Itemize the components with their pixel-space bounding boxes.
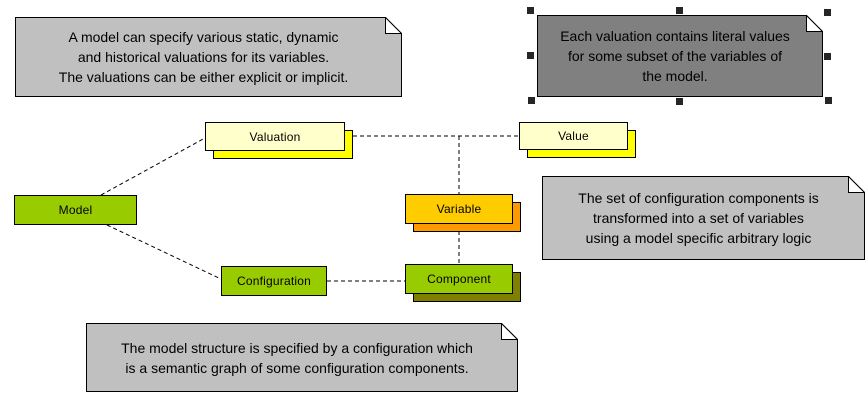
node-label: Configuration [237, 274, 311, 288]
note-line: is a semantic graph of some configuratio… [125, 359, 469, 376]
note-model-valuations[interactable]: A model can specify various static, dyna… [15, 17, 402, 97]
note-fold-corner-icon [385, 17, 402, 34]
node-label: Variable [436, 202, 482, 216]
node-configuration[interactable]: Configuration [221, 266, 327, 296]
node-label: Model [58, 203, 93, 217]
selection-handle-middle-left[interactable] [527, 52, 534, 59]
note-line: for some subset of the variables of [568, 48, 782, 64]
note-shape [86, 323, 518, 392]
node-value[interactable]: Value [519, 122, 636, 158]
note-line: and historical valuations for its variab… [77, 49, 330, 65]
note-line: A model can specify various static, dyna… [68, 29, 339, 45]
note-line: Each valuation contains literal values [560, 28, 790, 44]
note-line: using a model specific arbitrary logic [585, 230, 812, 246]
note-shape [15, 17, 402, 97]
note-text: A model can specify various static, dyna… [15, 17, 392, 97]
node-component[interactable]: Component [405, 264, 521, 302]
selection-handle-bottom-center[interactable] [676, 98, 683, 105]
node-label: Valuation [249, 129, 301, 144]
connector-model-configuration[interactable] [106, 224, 222, 280]
note-fold-corner-icon [848, 176, 865, 193]
node-variable[interactable]: Variable [405, 194, 521, 232]
node-valuation[interactable]: Valuation [205, 122, 353, 159]
note-model-structure[interactable]: The model structure is specified by a co… [86, 323, 518, 392]
note-text: Each valuation contains literal values f… [537, 15, 813, 97]
selection-handle-middle-right[interactable] [824, 53, 831, 60]
selection-handle-top-right[interactable] [824, 9, 831, 16]
selection-handle-top-left[interactable] [527, 7, 534, 14]
note-shape [537, 15, 823, 97]
note-line: The model structure is specified by a co… [121, 339, 473, 356]
selection-handle-top-center[interactable] [676, 7, 683, 14]
note-configuration-transform[interactable]: The set of configuration components is t… [542, 176, 865, 260]
note-line: The valuations can be either explicit or… [58, 69, 349, 85]
note-line: the model. [642, 68, 708, 84]
note-shape [542, 176, 865, 260]
note-fold-corner-icon [501, 323, 518, 340]
node-model[interactable]: Model [14, 195, 137, 225]
connector-model-valuation[interactable] [100, 137, 206, 196]
note-line: The set of configuration components is [578, 190, 819, 206]
note-line: transformed into a set of variables [593, 210, 804, 226]
selection-handle-bottom-left[interactable] [528, 97, 535, 104]
note-valuation-literal-values[interactable]: Each valuation contains literal values f… [537, 15, 823, 97]
node-label: Value [558, 129, 589, 143]
note-fold-corner-icon [806, 15, 823, 32]
note-text: The model structure is specified by a co… [86, 323, 508, 392]
selection-handle-bottom-right[interactable] [825, 97, 832, 104]
note-text: The set of configuration components is t… [542, 176, 855, 260]
node-label: Component [427, 272, 491, 286]
